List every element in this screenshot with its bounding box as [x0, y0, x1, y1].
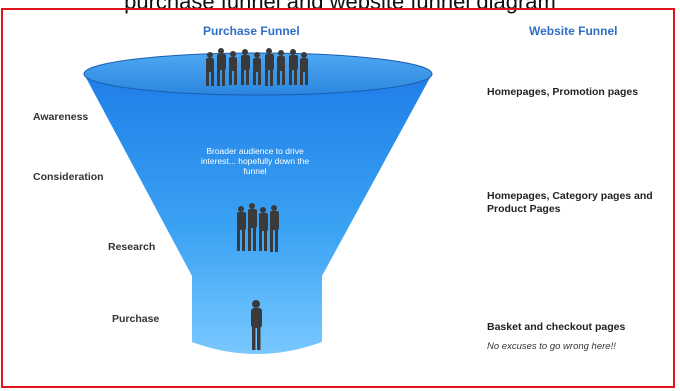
funnel-body — [84, 74, 432, 354]
website-pages-middle: Homepages, Category pages and Product Pa… — [487, 190, 653, 215]
crowd-silhouettes-top — [206, 48, 308, 86]
funnel-note: Broader audience to drive interest... ho… — [200, 146, 310, 176]
website-funnel-heading: Website Funnel — [529, 24, 618, 38]
stage-consideration: Consideration — [33, 171, 104, 183]
bottom-note: No excuses to go wrong here!! — [487, 341, 616, 352]
purchase-funnel-heading: Purchase Funnel — [203, 24, 300, 38]
website-pages-bottom: Basket and checkout pages — [487, 321, 626, 333]
stage-purchase: Purchase — [112, 313, 160, 325]
stage-research: Research — [108, 241, 156, 253]
diagram-frame — [1, 8, 675, 388]
purchaser-silhouette — [251, 300, 262, 350]
crowd-silhouettes-middle — [237, 203, 279, 252]
stage-awareness: Awareness — [33, 111, 89, 123]
website-pages-top: Homepages, Promotion pages — [487, 86, 639, 98]
